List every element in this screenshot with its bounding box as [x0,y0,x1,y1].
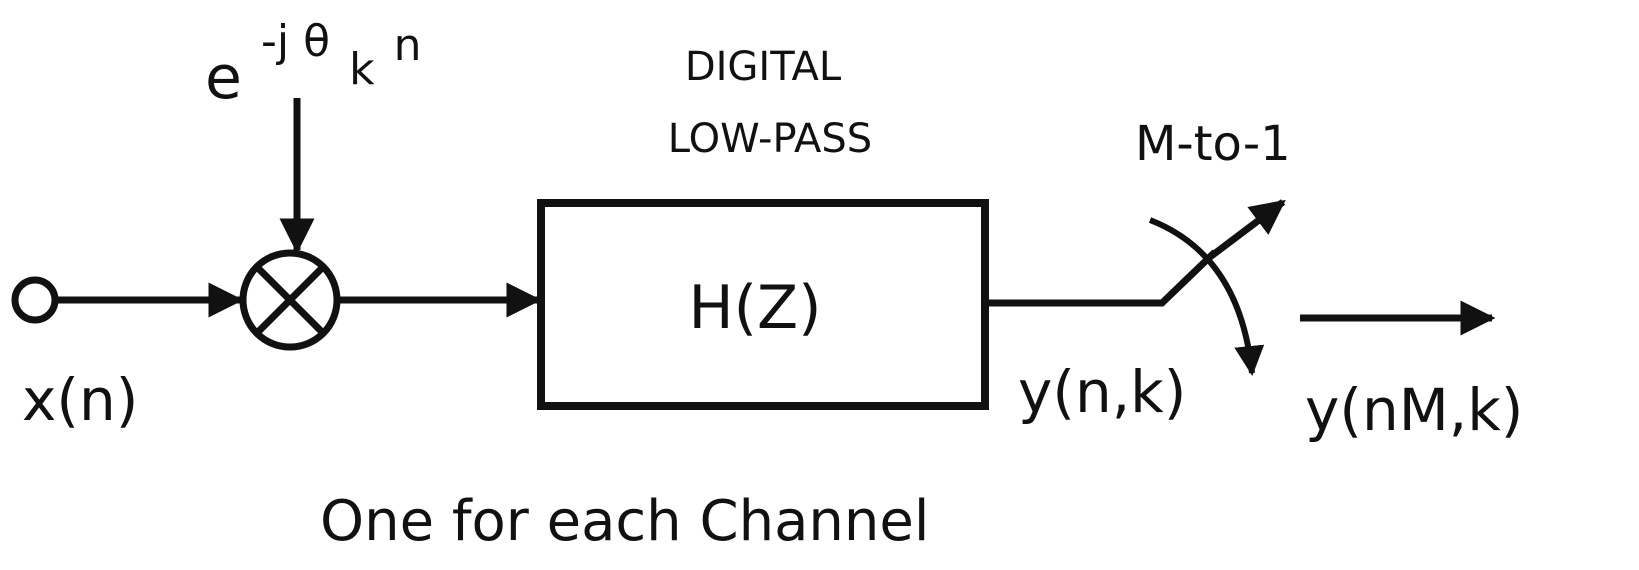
switch-arm-arrow [1207,199,1286,260]
input-label: x(n) [22,366,138,434]
filter-output-label: y(n,k) [1018,358,1186,426]
filter-title-line2: LOW-PASS [668,116,872,162]
decimator-label: M-to-1 [1135,116,1291,172]
filter-output-line [985,249,1218,307]
caption: One for each Channel [320,489,929,554]
mixer-exponent-label: e -j θ k n [205,1,422,113]
switch-rotation-arrow [1148,217,1265,376]
filter-title-line1: DIGITAL [685,44,842,90]
transfer-function-label: H(Z) [688,273,821,343]
multiplier-icon [239,249,341,351]
output-label: y(nM,k) [1305,376,1523,444]
input-terminal-icon [11,276,59,324]
